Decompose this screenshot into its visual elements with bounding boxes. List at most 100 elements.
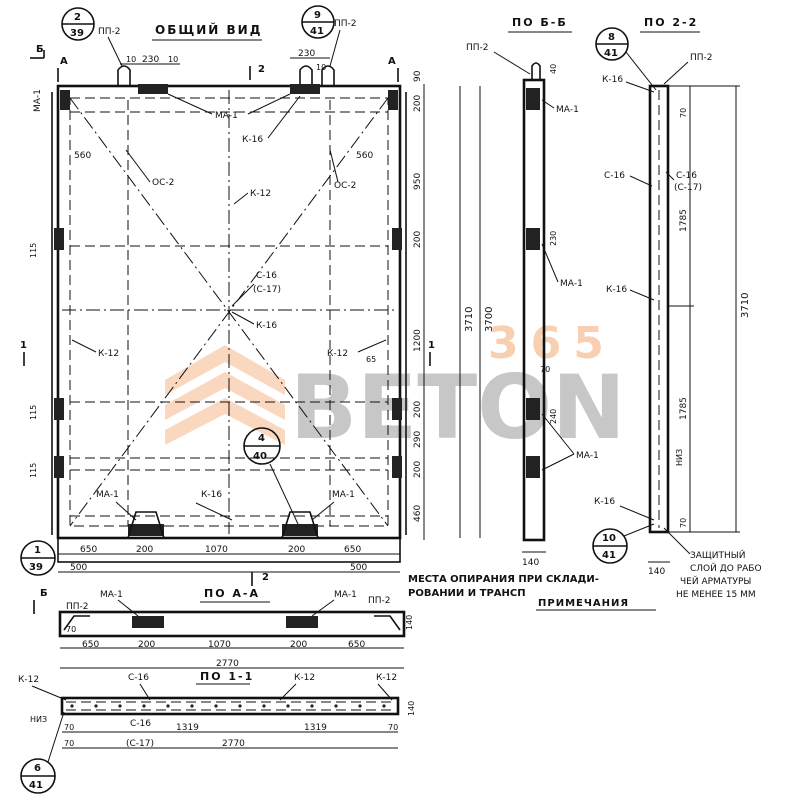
note-cover-3: ЧЕЙ АРМАТУРЫ xyxy=(680,575,751,587)
label-c17-center: (С-17) xyxy=(253,285,281,295)
label-c16-11-bottom: С-16 xyxy=(130,719,151,729)
title-general-view: ОБЩИЙ ВИД xyxy=(155,22,262,37)
svg-text:40: 40 xyxy=(253,451,267,462)
label-pp2-top-right: ПП-2 xyxy=(334,19,357,29)
section-11: ПО 1-1 К-12 С-16 К-12 К-12 С-16 НИЗ 140 … xyxy=(18,670,416,794)
label-k16-22-top: К-16 xyxy=(602,75,623,85)
dim-right-200-b: 200 xyxy=(413,231,423,248)
dim-70-22-bottom: 70 xyxy=(679,518,688,528)
dim-650-aa-left: 650 xyxy=(82,640,99,650)
label-ma1-left: МА-1 xyxy=(33,89,43,112)
section-bb: ПО Б-Б ПП-2 МА-1 МА-1 МА-1 230 240 40 70… xyxy=(466,16,599,568)
dim-3710-22: 3710 xyxy=(740,293,751,318)
label-k12-right: К-12 xyxy=(327,349,348,359)
dim-left-115-c: 115 xyxy=(29,463,38,478)
note-cover-2: СЛОЙ ДО РАБО xyxy=(690,562,762,574)
note-primechania: ПРИМЕЧАНИЯ xyxy=(538,598,629,609)
watermark-number: 365 xyxy=(488,318,616,369)
label-c16-22: С-16 xyxy=(604,171,625,181)
dim-left-115-a: 115 xyxy=(29,243,38,258)
dim-3700-main: 3700 xyxy=(484,307,495,332)
svg-text:8: 8 xyxy=(608,32,615,43)
dim-2770-aa: 2770 xyxy=(216,659,239,669)
label-pp2-aa-right: ПП-2 xyxy=(368,596,391,606)
dim-240-bb: 240 xyxy=(549,409,558,424)
watermark-brand: BETON xyxy=(290,356,626,459)
watermark: BETON 365 xyxy=(165,318,626,459)
dim-right-460: 460 xyxy=(413,505,423,522)
title-section-bb: ПО Б-Б xyxy=(512,16,568,29)
label-c16-center: С-16 xyxy=(256,271,277,281)
dim-65: 65 xyxy=(366,355,376,364)
label-k16-top: К-16 xyxy=(242,135,263,145)
dim-140-11: 140 xyxy=(407,701,416,716)
label-k16-bottom: К-16 xyxy=(201,490,222,500)
general-view: ОБЩИЙ ВИД xyxy=(20,5,495,586)
label-niz-11: НИЗ xyxy=(30,715,47,724)
title-section-11: ПО 1-1 xyxy=(200,670,254,683)
dim-1785-top: 1785 xyxy=(679,209,689,232)
dim-left-115-b: 115 xyxy=(29,405,38,420)
dim-200-right: 200 xyxy=(288,545,305,555)
callout-1-39: 1 39 xyxy=(20,540,56,576)
section-mark-1-left: 1 xyxy=(20,340,27,351)
section-mark-2-bottom: 2 xyxy=(262,572,269,583)
label-k16-22-mid: К-16 xyxy=(606,285,627,295)
label-ma1-aa-right: МА-1 xyxy=(334,590,357,600)
section-mark-a-right: А xyxy=(388,56,396,67)
dim-right-1200: 1200 xyxy=(413,329,423,352)
section-22: ПО 2-2 8 41 ПП-2 К-16 С-16 С-16 (С-17) К… xyxy=(592,16,762,600)
dim-650-aa-right: 650 xyxy=(348,640,365,650)
svg-text:39: 39 xyxy=(29,562,43,573)
dim-10-top-c: 10 xyxy=(316,63,326,72)
svg-text:41: 41 xyxy=(604,48,618,59)
svg-text:9: 9 xyxy=(314,10,321,21)
callout-4-40: 4 40 xyxy=(243,427,299,525)
dim-650-left: 650 xyxy=(80,545,97,555)
svg-text:39: 39 xyxy=(70,28,84,39)
dim-1319-right: 1319 xyxy=(304,723,327,733)
dim-560-left: 560 xyxy=(74,151,91,161)
label-pp2-22: ПП-2 xyxy=(690,53,713,63)
dim-3710-main: 3710 xyxy=(464,307,475,332)
section-mark-a-left: А xyxy=(60,56,68,67)
dim-10-top-a: 10 xyxy=(126,55,136,64)
label-k16-22-bottom: К-16 xyxy=(594,497,615,507)
dim-200-aa-right: 200 xyxy=(290,640,307,650)
callout-8-41: 8 41 xyxy=(595,27,657,91)
label-pp2-aa-left: ПП-2 xyxy=(66,602,89,612)
dim-560-right: 560 xyxy=(356,151,373,161)
dim-right-200-c: 200 xyxy=(413,401,423,418)
dim-70-11-left: 70 xyxy=(64,723,74,732)
dim-140-bb: 140 xyxy=(522,558,539,568)
dim-500-right: 500 xyxy=(350,563,367,573)
svg-text:2: 2 xyxy=(74,12,81,23)
dim-70-bb: 70 xyxy=(540,365,550,374)
section-11-body xyxy=(60,696,400,716)
label-c16-11-top: С-16 xyxy=(128,673,149,683)
section-mark-b-top: Б xyxy=(36,44,44,55)
section-mark-2-top: 2 xyxy=(258,64,265,75)
label-ma1-aa-left: МА-1 xyxy=(100,590,123,600)
dim-200-aa-left: 200 xyxy=(138,640,155,650)
label-ma1-bottom-right: МА-1 xyxy=(332,490,355,500)
callout-6-41: 6 41 xyxy=(20,711,65,794)
title-section-aa: ПО А-А xyxy=(204,587,260,600)
embed-plate-top-1 xyxy=(138,84,168,94)
label-ma1-bottom-left: МА-1 xyxy=(96,490,119,500)
section-aa: ПО А-А Б МА-1 МА-1 ПП-2 ПП-2 70 140 650 … xyxy=(33,587,414,669)
dim-right-90: 90 xyxy=(413,70,423,82)
label-oc2-left: ОС-2 xyxy=(152,178,174,188)
label-c17-22: (С-17) xyxy=(674,183,702,193)
dim-140-aa: 140 xyxy=(405,615,414,630)
section-mark-1-right: 1 xyxy=(428,340,435,351)
label-niz-22: НИЗ xyxy=(675,449,684,466)
callout-10-41: 10 41 xyxy=(592,523,655,564)
svg-text:41: 41 xyxy=(29,780,43,791)
dim-10-top-b: 10 xyxy=(168,55,178,64)
label-c16-22-right: С-16 xyxy=(676,171,697,181)
svg-text:6: 6 xyxy=(34,763,41,774)
dim-230-top-left: 230 xyxy=(142,55,159,65)
dim-1070: 1070 xyxy=(205,545,228,555)
